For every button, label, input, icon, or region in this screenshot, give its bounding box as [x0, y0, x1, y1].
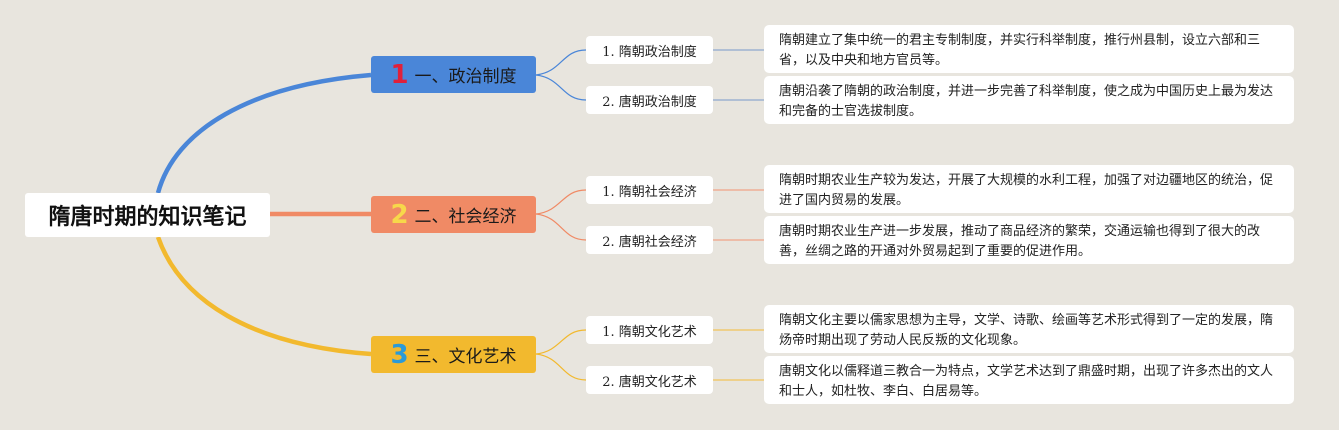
subtopic-label: 1. 隋朝政治制度 — [602, 44, 697, 60]
detail-text: 唐朝沿袭了隋朝的政治制度，并进一步完善了科举制度，使之成为中国历史上最为发达和完… — [779, 84, 1274, 119]
branch-label: 三、文化艺术 — [414, 347, 517, 367]
subtopic-tang-politics[interactable]: 2. 唐朝政治制度 — [586, 86, 713, 114]
branch-political-system[interactable]: 1 一、政治制度 — [371, 56, 536, 93]
link-branch3-sub2 — [535, 353, 587, 381]
link-branch2-sub1 — [535, 189, 587, 215]
branch-number-badge: 1 — [390, 59, 409, 90]
subtopic-sui-economy[interactable]: 1. 隋朝社会经济 — [586, 176, 713, 204]
branch-label: 二、社会经济 — [414, 207, 517, 227]
detail-text: 隋朝文化主要以儒家思想为主导，文学、诗歌、绘画等艺术形式得到了一定的发展，隋炀帝… — [779, 313, 1274, 348]
subtopic-label: 2. 唐朝社会经济 — [602, 234, 697, 250]
detail-tang-politics[interactable]: 唐朝沿袭了隋朝的政治制度，并进一步完善了科举制度，使之成为中国历史上最为发达和完… — [764, 76, 1294, 124]
branch-number-badge: 3 — [390, 339, 409, 370]
subtopic-tang-economy[interactable]: 2. 唐朝社会经济 — [586, 226, 713, 254]
detail-text: 隋朝时期农业生产较为发达，开展了大规模的水利工程，加强了对边疆地区的统治，促进了… — [779, 173, 1274, 208]
link-root-branch3 — [155, 236, 372, 357]
link-branch1-sub1 — [535, 49, 587, 76]
detail-text: 唐朝文化以儒释道三教合一为特点，文学艺术达到了鼎盛时期，出现了许多杰出的文人和士… — [779, 364, 1274, 399]
link-branch3-sub1 — [535, 329, 587, 355]
detail-text: 唐朝时期农业生产进一步发展，推动了商品经济的繁荣，交通运输也得到了很大的改善，丝… — [779, 224, 1261, 259]
subtopic-label: 2. 唐朝政治制度 — [602, 94, 697, 110]
link-branch2-sub2 — [535, 213, 587, 241]
subtopic-label: 1. 隋朝社会经济 — [602, 184, 697, 200]
subtopic-tang-culture[interactable]: 2. 唐朝文化艺术 — [586, 366, 713, 394]
subtopic-sui-politics[interactable]: 1. 隋朝政治制度 — [586, 36, 713, 64]
root-topic[interactable]: 隋唐时期的知识笔记 — [25, 193, 270, 237]
root-title: 隋唐时期的知识笔记 — [48, 205, 247, 230]
branch-number-badge: 2 — [390, 199, 409, 230]
detail-sui-culture[interactable]: 隋朝文化主要以儒家思想为主导，文学、诗歌、绘画等艺术形式得到了一定的发展，隋炀帝… — [764, 305, 1294, 353]
branch-social-economy[interactable]: 2 二、社会经济 — [371, 196, 536, 233]
subtopic-label: 1. 隋朝文化艺术 — [602, 324, 697, 340]
subtopic-label: 2. 唐朝文化艺术 — [602, 374, 697, 390]
link-root-branch1 — [155, 72, 372, 194]
detail-tang-culture[interactable]: 唐朝文化以儒释道三教合一为特点，文学艺术达到了鼎盛时期，出现了许多杰出的文人和士… — [764, 356, 1294, 404]
detail-text: 隋朝建立了集中统一的君主专制制度，并实行科举制度，推行州县制，设立六部和三省，以… — [779, 33, 1261, 68]
subtopic-sui-culture[interactable]: 1. 隋朝文化艺术 — [586, 316, 713, 344]
branch-culture-art[interactable]: 3 三、文化艺术 — [371, 336, 536, 373]
detail-sui-politics[interactable]: 隋朝建立了集中统一的君主专制制度，并实行科举制度，推行州县制，设立六部和三省，以… — [764, 25, 1294, 73]
detail-sui-economy[interactable]: 隋朝时期农业生产较为发达，开展了大规模的水利工程，加强了对边疆地区的统治，促进了… — [764, 165, 1294, 213]
detail-tang-economy[interactable]: 唐朝时期农业生产进一步发展，推动了商品经济的繁荣，交通运输也得到了很大的改善，丝… — [764, 216, 1294, 264]
branch-label: 一、政治制度 — [414, 67, 517, 87]
link-branch1-sub2 — [535, 74, 587, 101]
